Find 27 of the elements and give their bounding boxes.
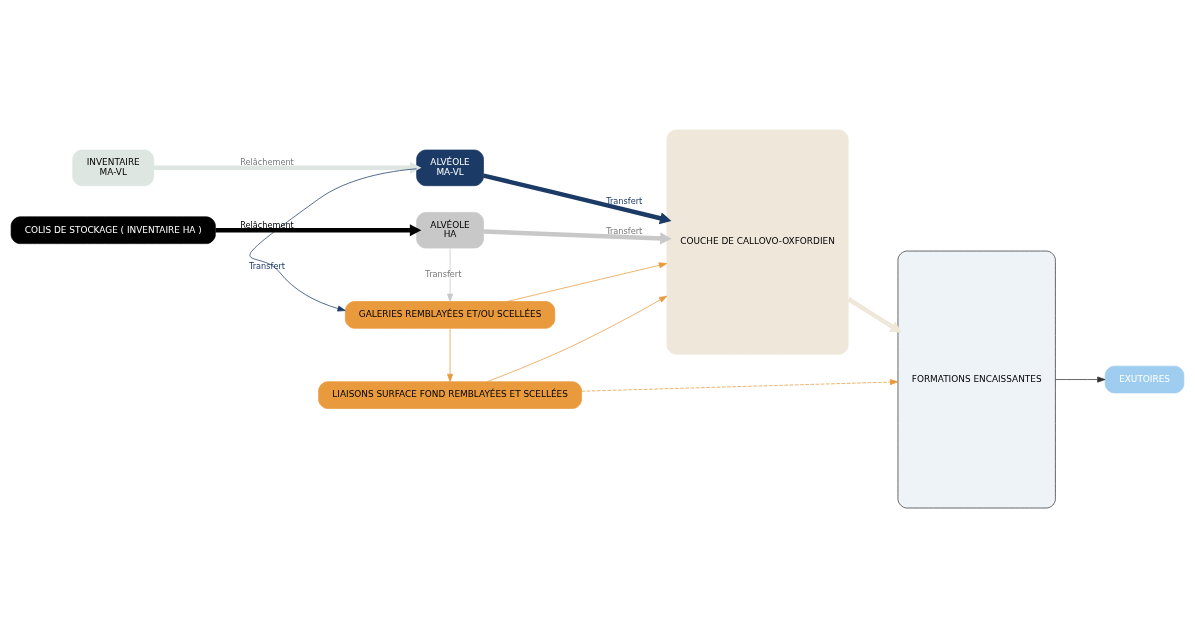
edge-label: Relâchement	[240, 156, 294, 167]
arrow	[506, 261, 668, 302]
node-box: EXUTOIRES	[1104, 365, 1185, 393]
node-box: COUCHE DE CALLOVO-OXFORDIEN	[666, 129, 849, 355]
edge-label: Transfert	[425, 268, 462, 279]
arrow	[483, 172, 672, 224]
arrow	[215, 223, 422, 236]
arrow	[581, 378, 899, 392]
arrow	[447, 247, 454, 302]
node-box: INVENTAIRE MA-VL	[72, 149, 155, 186]
arrow	[447, 327, 454, 382]
node-box: ALVÉOLE HA	[416, 211, 484, 248]
arrow	[483, 228, 672, 244]
edge-label: Transfert	[248, 260, 285, 271]
arrow	[847, 296, 902, 333]
arrow	[153, 161, 422, 174]
edge-label: Transfert	[606, 195, 643, 206]
arrow	[249, 167, 417, 311]
edge-label: Relâchement	[240, 219, 294, 230]
arrow	[486, 295, 668, 382]
node-box: GALERIES REMBLAYÉES ET/OU SCELLÉES	[344, 300, 556, 329]
arrow	[1055, 376, 1106, 382]
node-box: COLIS DE STOCKAGE ( INVENTAIRE HA )	[10, 216, 216, 244]
node-box: LIAISONS SURFACE FOND REMBLAYÉES ET SCELLÉES	[318, 380, 582, 409]
edge-label: Transfert	[606, 225, 643, 236]
node-box: FORMATIONS ENCAISSANTES	[897, 250, 1056, 508]
node-box: ALVÉOLE MA-VL	[416, 149, 484, 186]
